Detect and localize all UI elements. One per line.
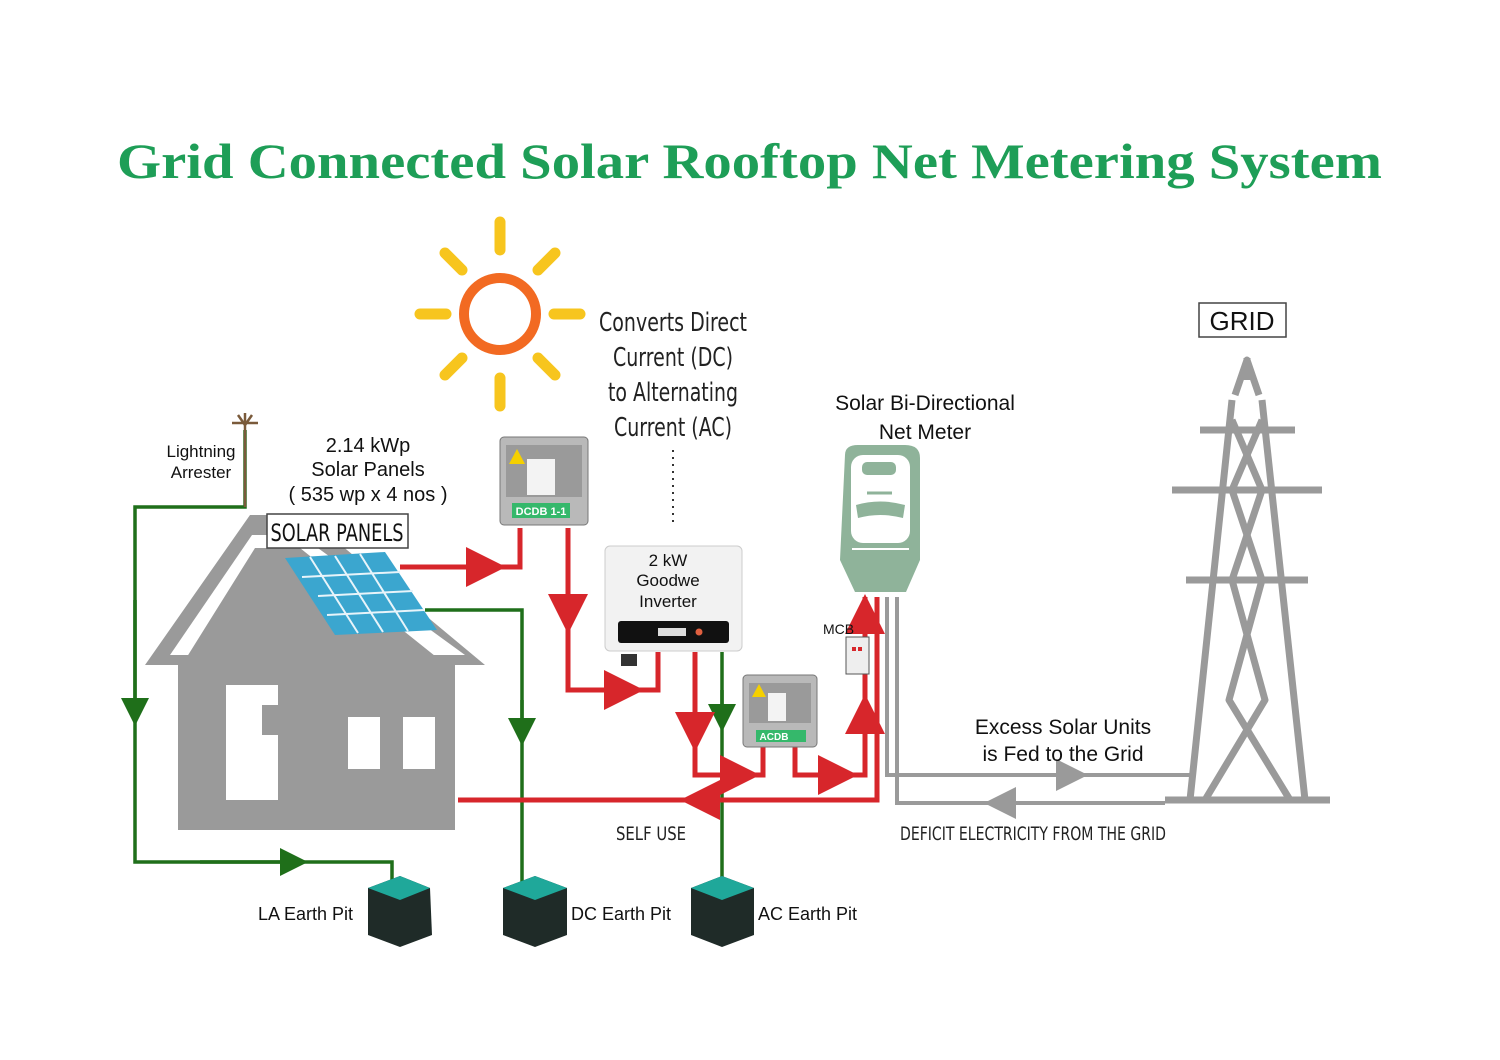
inverter-label: Goodwe: [636, 571, 699, 590]
note-line: Current (AC): [614, 413, 732, 443]
net-meter-icon: [840, 445, 920, 592]
grid-label: GRID: [1198, 302, 1287, 338]
warning-icon: [752, 684, 766, 697]
sun-icon: [414, 216, 586, 412]
mcb-label: MCB: [823, 621, 854, 637]
power-wires: [400, 528, 885, 820]
panel-spec-line: ( 535 wp x 4 nos ): [289, 484, 448, 506]
warning-icon: [509, 449, 525, 464]
inverter-label: 2 kW: [649, 551, 688, 570]
lightning-arrester-icon: [232, 413, 258, 507]
net-meter-label: Solar Bi-Directional: [835, 392, 1015, 415]
dc-earth-pit-icon: [503, 876, 567, 947]
transmission-tower-icon: [1165, 356, 1330, 804]
acdb-box: ACDB: [742, 674, 818, 748]
deficit-label: DEFICIT ELECTRICITY FROM THE GRID: [900, 823, 1166, 845]
inverter-label: Inverter: [639, 592, 697, 611]
inverter: 2 kW Goodwe Inverter: [604, 545, 743, 666]
lightning-arrester-label: Lightning: [166, 442, 235, 461]
ac-earth-pit-icon: [691, 876, 754, 947]
note-line: Current (DC): [613, 343, 733, 373]
lightning-arrester-label: Arrester: [171, 463, 232, 482]
excess-label: is Fed to the Grid: [982, 743, 1143, 766]
self-use-label: SELF USE: [616, 823, 686, 845]
page-title: Grid Connected Solar Rooftop Net Meterin…: [117, 133, 1382, 189]
mcb-switch: [845, 636, 870, 675]
ac-earth-pit-label: AC Earth Pit: [758, 904, 857, 924]
la-earth-pit-icon: [368, 876, 432, 947]
note-line: Converts Direct: [599, 308, 747, 338]
solar-panels-tag-text: SOLAR PANELS: [271, 519, 404, 547]
solar-panel-array: [285, 552, 437, 635]
net-meter-label: Net Meter: [879, 421, 971, 444]
panel-spec: 2.14 kWp Solar Panels ( 535 wp x 4 nos ): [289, 435, 448, 506]
note-line: to Alternating: [608, 378, 738, 408]
acdb-label: ACDB: [760, 732, 789, 743]
panel-spec-line: Solar Panels: [311, 459, 424, 481]
la-earth-pit-label: LA Earth Pit: [258, 904, 353, 924]
grid-label-text: GRID: [1210, 306, 1275, 336]
excess-label: Excess Solar Units: [975, 716, 1151, 739]
panel-spec-line: 2.14 kWp: [326, 435, 410, 457]
dc-earth-pit-label: DC Earth Pit: [571, 904, 671, 924]
dcdb-label: DCDB 1-1: [516, 506, 567, 518]
dcdb-box: DCDB 1-1: [499, 436, 589, 526]
converter-note: Converts Direct Current (DC) to Alternat…: [599, 308, 747, 443]
grid-wires: [885, 597, 1190, 819]
solar-panels-tag: SOLAR PANELS: [266, 513, 409, 549]
